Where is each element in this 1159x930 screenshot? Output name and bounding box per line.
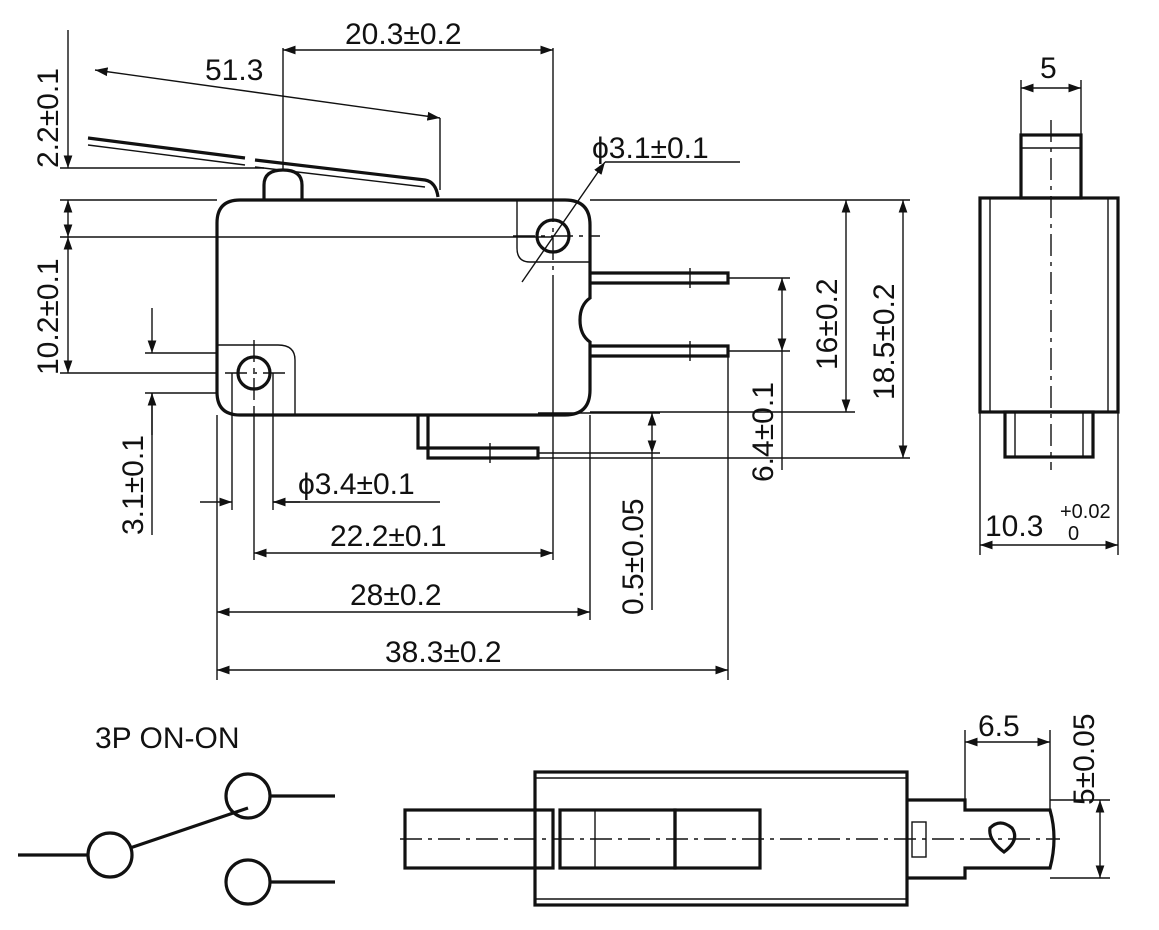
terminal-lower [590, 344, 730, 358]
dim-hole-dia: ϕ3.1±0.1 [592, 132, 709, 165]
dim-hole-dia-2: ϕ3.4±0.1 [298, 468, 415, 501]
dim-end-tol-lower: 0 [1068, 523, 1079, 545]
schematic: 3P ON-ON [18, 722, 335, 906]
actuator-button [262, 168, 304, 200]
dim-28: 28±0.2 [350, 579, 442, 612]
end-view-body [978, 196, 1120, 414]
dim-end-top: 5 [1040, 52, 1057, 85]
terminal-bottom [416, 415, 540, 460]
dim-end-tol-upper: +0.02 [1060, 501, 1111, 523]
dim-6-4: 6.4±0.1 [747, 382, 780, 482]
dim-38-3: 38.3±0.2 [385, 636, 502, 669]
end-view: 5 10.3 +0.02 0 [978, 52, 1120, 555]
dim-6-5: 6.5 [978, 710, 1020, 743]
terminal-hole [988, 821, 1017, 855]
end-view-terminal [1003, 410, 1095, 459]
side-view: ϕ3.1±0.1 20.3±0.2 51.3 2.2±0.1 10.2±0.1 … [32, 18, 910, 680]
switch-arm [129, 806, 249, 850]
dim-5: 5±0.05 [1068, 713, 1101, 805]
dim-lever: 51.3 [205, 54, 263, 87]
dim-pin-height: 2.2±0.1 [32, 68, 65, 168]
dim-16: 16±0.2 [811, 278, 844, 370]
switch-body-outline [215, 198, 592, 417]
bottom-view: 6.5 5±0.05 [400, 710, 1110, 907]
lever-arm [87, 136, 440, 198]
terminal-upper [590, 271, 730, 285]
dim-left-height: 10.2±0.1 [32, 258, 65, 375]
dim-0-5: 0.5±0.05 [617, 498, 650, 615]
common-contact [86, 831, 134, 879]
contact-lower [224, 858, 272, 906]
dim-top-width: 20.3±0.2 [345, 18, 462, 51]
dim-22-2: 22.2±0.1 [330, 520, 447, 553]
schematic-title: 3P ON-ON [95, 722, 239, 755]
dim-end-width: 10.3 [985, 510, 1043, 543]
dim-18-5: 18.5±0.2 [868, 283, 901, 400]
dim-3-1: 3.1±0.1 [117, 435, 150, 535]
contact-upper [224, 772, 272, 820]
